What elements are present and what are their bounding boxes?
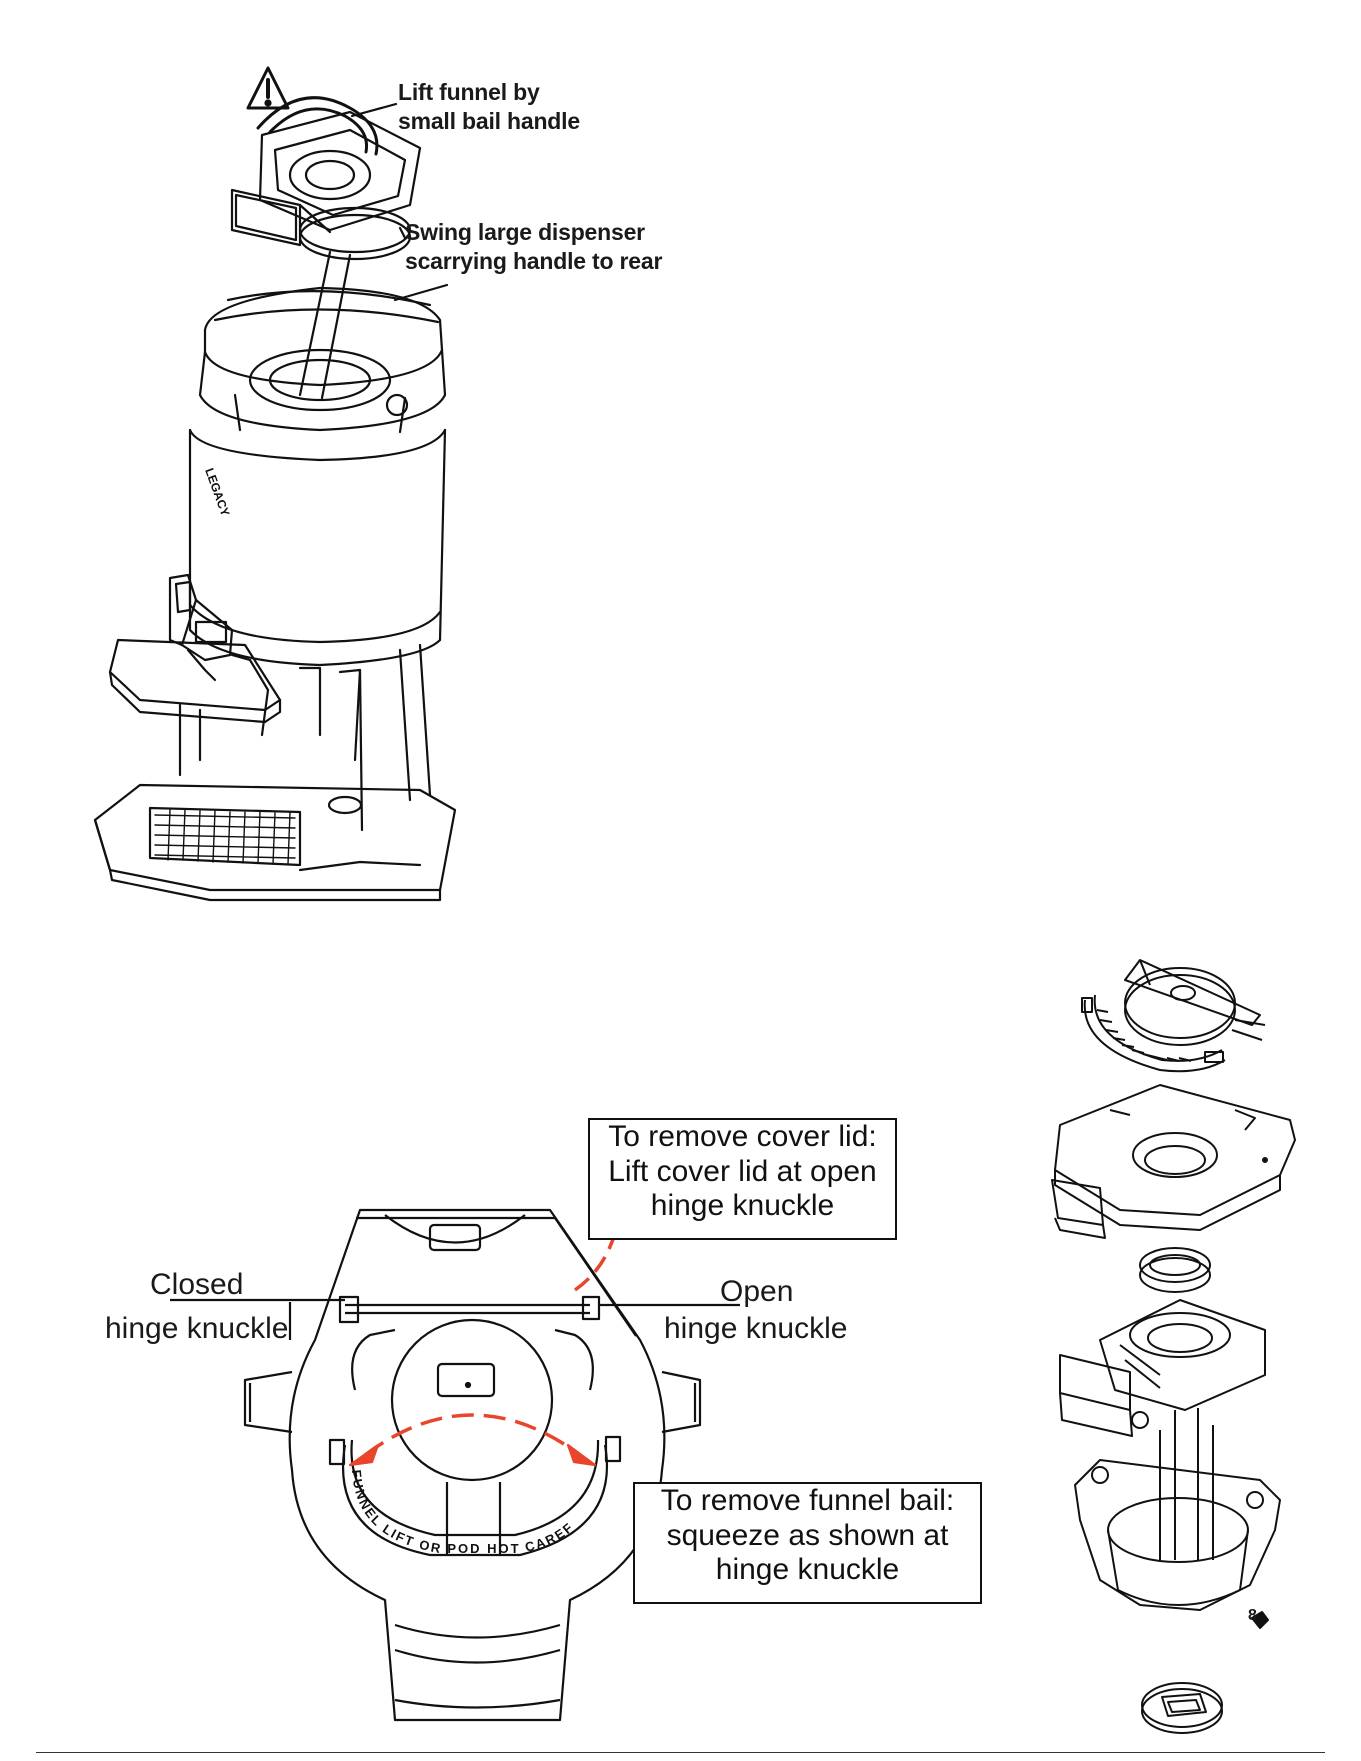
exploded-filter xyxy=(1142,1683,1222,1733)
exploded-basket xyxy=(1075,1460,1280,1610)
exploded-seal-ring xyxy=(1140,1248,1210,1292)
page-footer-rule xyxy=(36,1752,1325,1753)
exploded-cover-lid xyxy=(1125,960,1265,1045)
exploded-funnel xyxy=(1060,1300,1265,1560)
part-number-label: 8 xyxy=(1248,1606,1257,1626)
exploded-lid-tray xyxy=(1052,1085,1295,1238)
